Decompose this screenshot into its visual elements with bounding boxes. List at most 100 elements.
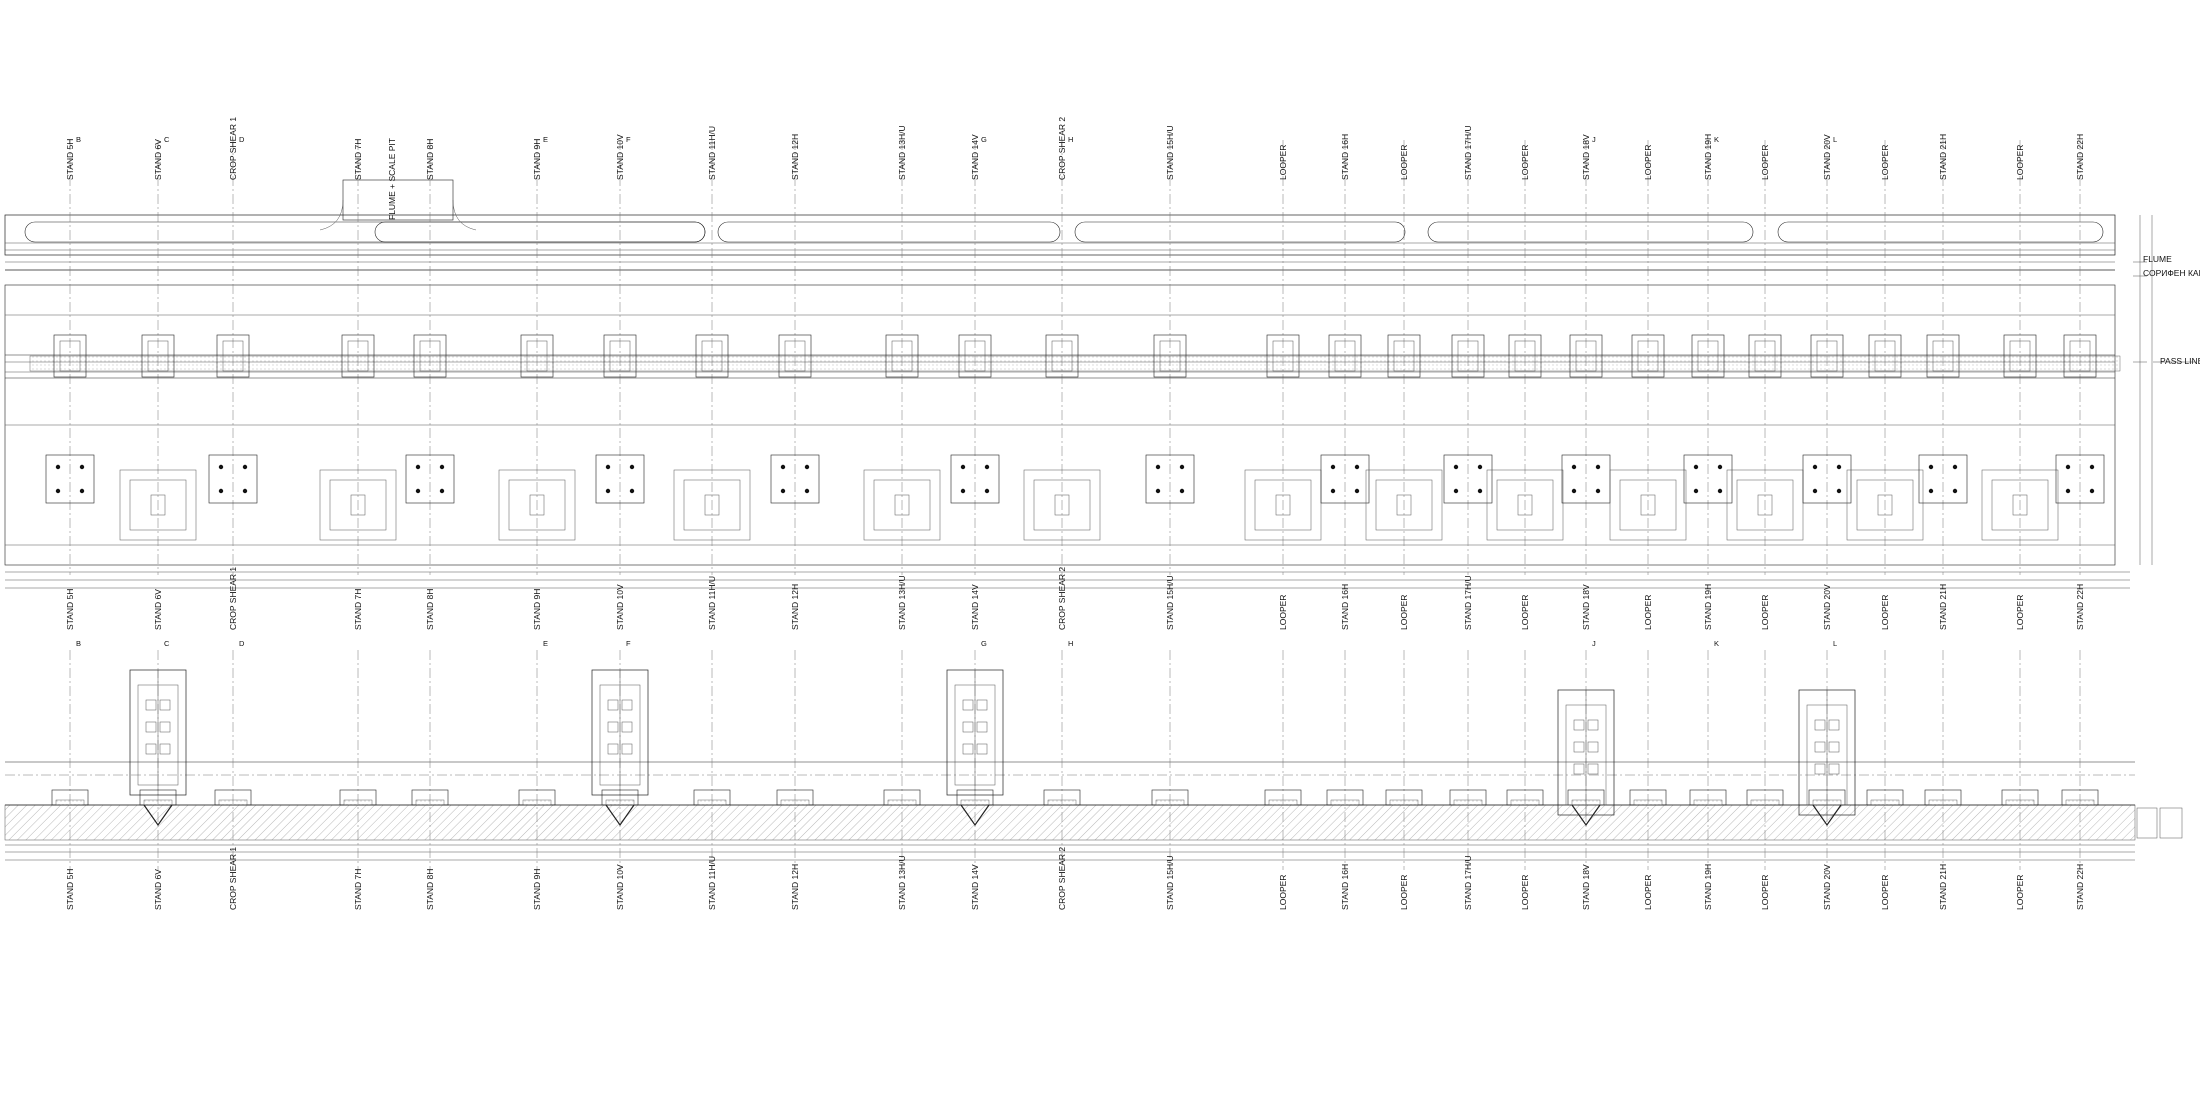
anchor-bolt [1571, 488, 1577, 494]
motor-foundation [1244, 469, 1322, 541]
pier-foundation [45, 454, 95, 504]
axis-label: STAND 17H/U [1463, 575, 1473, 630]
axis-letter: J [1592, 639, 1596, 648]
axis-label: LOOPER [1760, 595, 1770, 630]
motor-foundation [1609, 469, 1687, 541]
axis-label: STAND 12H [790, 134, 800, 180]
axis-label: STAND 15H/U [1165, 125, 1175, 180]
anchor-bolt [1595, 464, 1601, 470]
anchor-bolt [804, 488, 810, 494]
motor-foundation [119, 469, 197, 541]
anchor-bolt [605, 464, 611, 470]
anchor-bolt [1354, 464, 1360, 470]
axis-label: STAND 18V [1581, 134, 1591, 180]
axis-label: STAND 8H [425, 139, 435, 180]
axis-letter: J [1592, 135, 1596, 144]
elevation-view [4, 761, 2183, 861]
anchor-bolt [605, 488, 611, 494]
axis-label: STAND 16H [1340, 584, 1350, 630]
anchor-bolt [55, 488, 61, 494]
axis-label: STAND 14V [970, 584, 980, 630]
axis-label: STAND 17H/U [1463, 855, 1473, 910]
anchor-bolt [1453, 488, 1459, 494]
anchor-bolt [1179, 488, 1185, 494]
stand-pit [1571, 804, 1601, 827]
pier-foundation [950, 454, 1000, 504]
axis-label: STAND 8H [425, 869, 435, 910]
motor-foundation [319, 469, 397, 541]
axis-label: STAND 6V [153, 139, 163, 180]
pier-foundation [770, 454, 820, 504]
scale-channel-label: СОРИФЕН КАНАЛ [2143, 268, 2200, 278]
anchor-bolt [218, 488, 224, 494]
axis-label: STAND 18V [1581, 864, 1591, 910]
pass-line-label: PASS LINE [2160, 356, 2200, 366]
pier-foundation [1443, 454, 1493, 504]
axis-label: CROP SHEAR 2 [1057, 117, 1067, 180]
anchor-bolt [1571, 464, 1577, 470]
axis-label: STAND 7H [353, 139, 363, 180]
axis-label: STAND 19H [1703, 864, 1713, 910]
axis-label: LOOPER [1880, 875, 1890, 910]
anchor-bolt [1595, 488, 1601, 494]
anchor-bolt [2065, 464, 2071, 470]
axis-label: STAND 19H [1703, 584, 1713, 630]
axis-label: LOOPER [1643, 595, 1653, 630]
pier-foundation [2055, 454, 2105, 504]
axis-label: STAND 22H [2075, 864, 2085, 910]
anchor-bolt [984, 488, 990, 494]
axis-label: LOOPER [2015, 875, 2025, 910]
pier-foundation [1145, 454, 1195, 504]
axis-label: STAND 20V [1822, 864, 1832, 910]
axis-label: LOOPER [1520, 595, 1530, 630]
axis-letter: L [1833, 135, 1837, 144]
axis-label: STAND 10V [615, 134, 625, 180]
anchor-bolt [415, 464, 421, 470]
axis-label: STAND 6V [153, 869, 163, 910]
axis-label: STAND 21H [1938, 584, 1948, 630]
pier-foundation [208, 454, 258, 504]
motor-foundation [1365, 469, 1443, 541]
axis-label: LOOPER [1880, 145, 1890, 180]
pier-foundation [405, 454, 455, 504]
motor-foundation [1726, 469, 1804, 541]
axis-label: STAND 11H/U [707, 576, 717, 630]
axis-label: LOOPER [1278, 875, 1288, 910]
axis-label: LOOPER [2015, 595, 2025, 630]
anchor-bolt [79, 488, 85, 494]
anchor-bolt [439, 488, 445, 494]
axis-label: STAND 13H/U [897, 575, 907, 630]
pier-foundation [1320, 454, 1370, 504]
axis-label: STAND 20V [1822, 134, 1832, 180]
anchor-bolt [55, 464, 61, 470]
anchor-bolt [2089, 464, 2095, 470]
anchor-bolt [1179, 464, 1185, 470]
motor-foundation [1023, 469, 1101, 541]
axis-label: CROP SHEAR 1 [228, 847, 238, 910]
anchor-bolt [1952, 464, 1958, 470]
anchor-bolt [984, 464, 990, 470]
axis-label: STAND 11H/U [707, 856, 717, 910]
anchor-bolt [1693, 488, 1699, 494]
axis-label: STAND 22H [2075, 584, 2085, 630]
flume-label: FLUME [2143, 254, 2172, 264]
anchor-bolt [780, 488, 786, 494]
anchor-bolt [1477, 464, 1483, 470]
axis-label: STAND 21H [1938, 864, 1948, 910]
anchor-bolt [1836, 464, 1842, 470]
axis-label: STAND 11H/U [707, 126, 717, 180]
flume-scale-pit [342, 179, 454, 221]
pier-foundation [1802, 454, 1852, 504]
axis-label: STAND 22H [2075, 134, 2085, 180]
axis-label: STAND 20V [1822, 584, 1832, 630]
axis-label: STAND 14V [970, 864, 980, 910]
axis-label: STAND 15H/U [1165, 855, 1175, 910]
axis-label: LOOPER [1399, 145, 1409, 180]
axis-label: STAND 18V [1581, 584, 1591, 630]
axis-label: STAND 21H [1938, 134, 1948, 180]
axis-label: STAND 7H [353, 869, 363, 910]
anchor-bolt [629, 488, 635, 494]
axis-label: STAND 12H [790, 864, 800, 910]
axis-label: CROP SHEAR 1 [228, 567, 238, 630]
